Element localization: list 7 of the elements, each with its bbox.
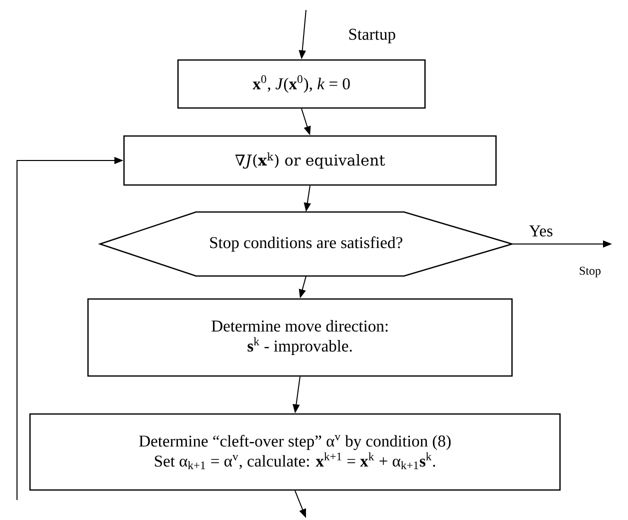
process-box: Determine move direction: s$^{k}$ - improvable. [87,298,513,377]
process-box: Determine “cleft-over step” α$^{v}$ by condition (8) Set α$_{k+1}$ = α$^{v}$, calculate: x$^{k+1}$ = x$^{k}$ + α$_{k+1}$s$^{k}$. [29,413,561,491]
edge-label: Yes [528,224,554,238]
stop-text: Stop [580,266,601,278]
process-box: x$^{0}$, J(x$^{0}$), k = 0 [177,59,426,109]
edge-label: Startup [347,28,397,44]
process-box: ∇J(x$^{k}$) or equivalent [123,135,497,186]
